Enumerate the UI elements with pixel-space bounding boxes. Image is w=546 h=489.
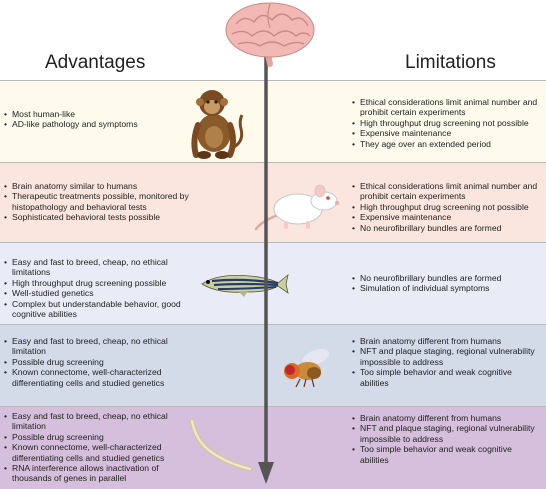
advantage-item: Possible drug screening <box>4 432 192 443</box>
limitation-item: Expensive maintenance <box>352 128 542 139</box>
advantage-item: Brain anatomy similar to humans <box>4 181 192 192</box>
advantage-item: Possible drug screening <box>4 357 192 368</box>
brain-icon <box>225 2 315 67</box>
limitation-item: Brain anatomy different from humans <box>352 336 542 347</box>
limitation-item: Ethical considerations limit animal numb… <box>352 181 542 202</box>
limitation-item: Simulation of individual symptoms <box>352 283 542 294</box>
limitations-list: Brain anatomy different from humans NFT … <box>352 336 542 388</box>
advantages-list: Most human-like AD-like pathology and sy… <box>4 109 192 130</box>
advantage-item: High throughput drug screening possible <box>4 278 192 289</box>
monkey-icon <box>191 90 244 159</box>
advantage-item: Known connectome, well-characterized dif… <box>4 442 192 463</box>
advantage-item: Complex but understandable behavior, goo… <box>4 299 192 320</box>
limitation-item: Brain anatomy different from humans <box>352 413 542 424</box>
worm-icon <box>189 418 253 472</box>
limitation-item: No neurofibrillary bundles are formed <box>352 223 542 234</box>
advantages-list: Easy and fast to breed, cheap, no ethica… <box>4 411 192 484</box>
limitation-item: High throughput drug screening not possi… <box>352 202 542 213</box>
limitations-list: No neurofibrillary bundles are formed Si… <box>352 273 542 294</box>
advantage-item: RNA interference allows inactivation of … <box>4 463 192 484</box>
limitation-item: High throughput drug screening not possi… <box>352 118 542 129</box>
advantage-item: AD-like pathology and symptoms <box>4 119 192 130</box>
advantage-item: Therapeutic treatments possible, monitor… <box>4 191 192 212</box>
limitation-item: NFT and plaque staging, regional vulnera… <box>352 346 542 367</box>
row-rat: Brain anatomy similar to humans Therapeu… <box>0 162 546 242</box>
limitations-list: Ethical considerations limit animal numb… <box>352 181 542 233</box>
limitations-list: Brain anatomy different from humans NFT … <box>352 413 542 465</box>
row-fruit-fly: Easy and fast to breed, cheap, no ethica… <box>0 324 546 406</box>
advantage-item: Easy and fast to breed, cheap, no ethica… <box>4 336 192 357</box>
advantages-heading: Advantages <box>45 52 146 73</box>
limitation-item: Too simple behavior and weak cognitive a… <box>352 367 542 388</box>
row-monkey: Most human-like AD-like pathology and sy… <box>0 80 546 162</box>
fruit-fly-icon <box>284 348 330 388</box>
limitation-item: Expensive maintenance <box>352 212 542 223</box>
advantage-item: Sophisticated behavioral tests possible <box>4 212 192 223</box>
limitations-list: Ethical considerations limit animal numb… <box>352 97 542 149</box>
advantage-item: Known connectome, well-characterized dif… <box>4 367 192 388</box>
limitations-heading: Limitations <box>405 52 496 73</box>
row-zebrafish: Easy and fast to breed, cheap, no ethica… <box>0 242 546 324</box>
limitation-item: NFT and plaque staging, regional vulnera… <box>352 423 542 444</box>
limitation-item: Too simple behavior and weak cognitive a… <box>352 444 542 465</box>
advantages-list: Easy and fast to breed, cheap, no ethica… <box>4 257 192 319</box>
advantages-list: Brain anatomy similar to humans Therapeu… <box>4 181 192 223</box>
rat-icon <box>254 184 339 231</box>
advantage-item: Well-studied genetics <box>4 288 192 299</box>
limitation-item: No neurofibrillary bundles are formed <box>352 273 542 284</box>
advantage-item: Easy and fast to breed, cheap, no ethica… <box>4 411 192 432</box>
advantage-item: Most human-like <box>4 109 192 120</box>
advantage-item: Easy and fast to breed, cheap, no ethica… <box>4 257 192 278</box>
advantages-list: Easy and fast to breed, cheap, no ethica… <box>4 336 192 388</box>
limitation-item: They age over an extended period <box>352 139 542 150</box>
limitation-item: Ethical considerations limit animal numb… <box>352 97 542 118</box>
row-worm: Easy and fast to breed, cheap, no ethica… <box>0 406 546 489</box>
zebrafish-icon <box>201 273 289 297</box>
